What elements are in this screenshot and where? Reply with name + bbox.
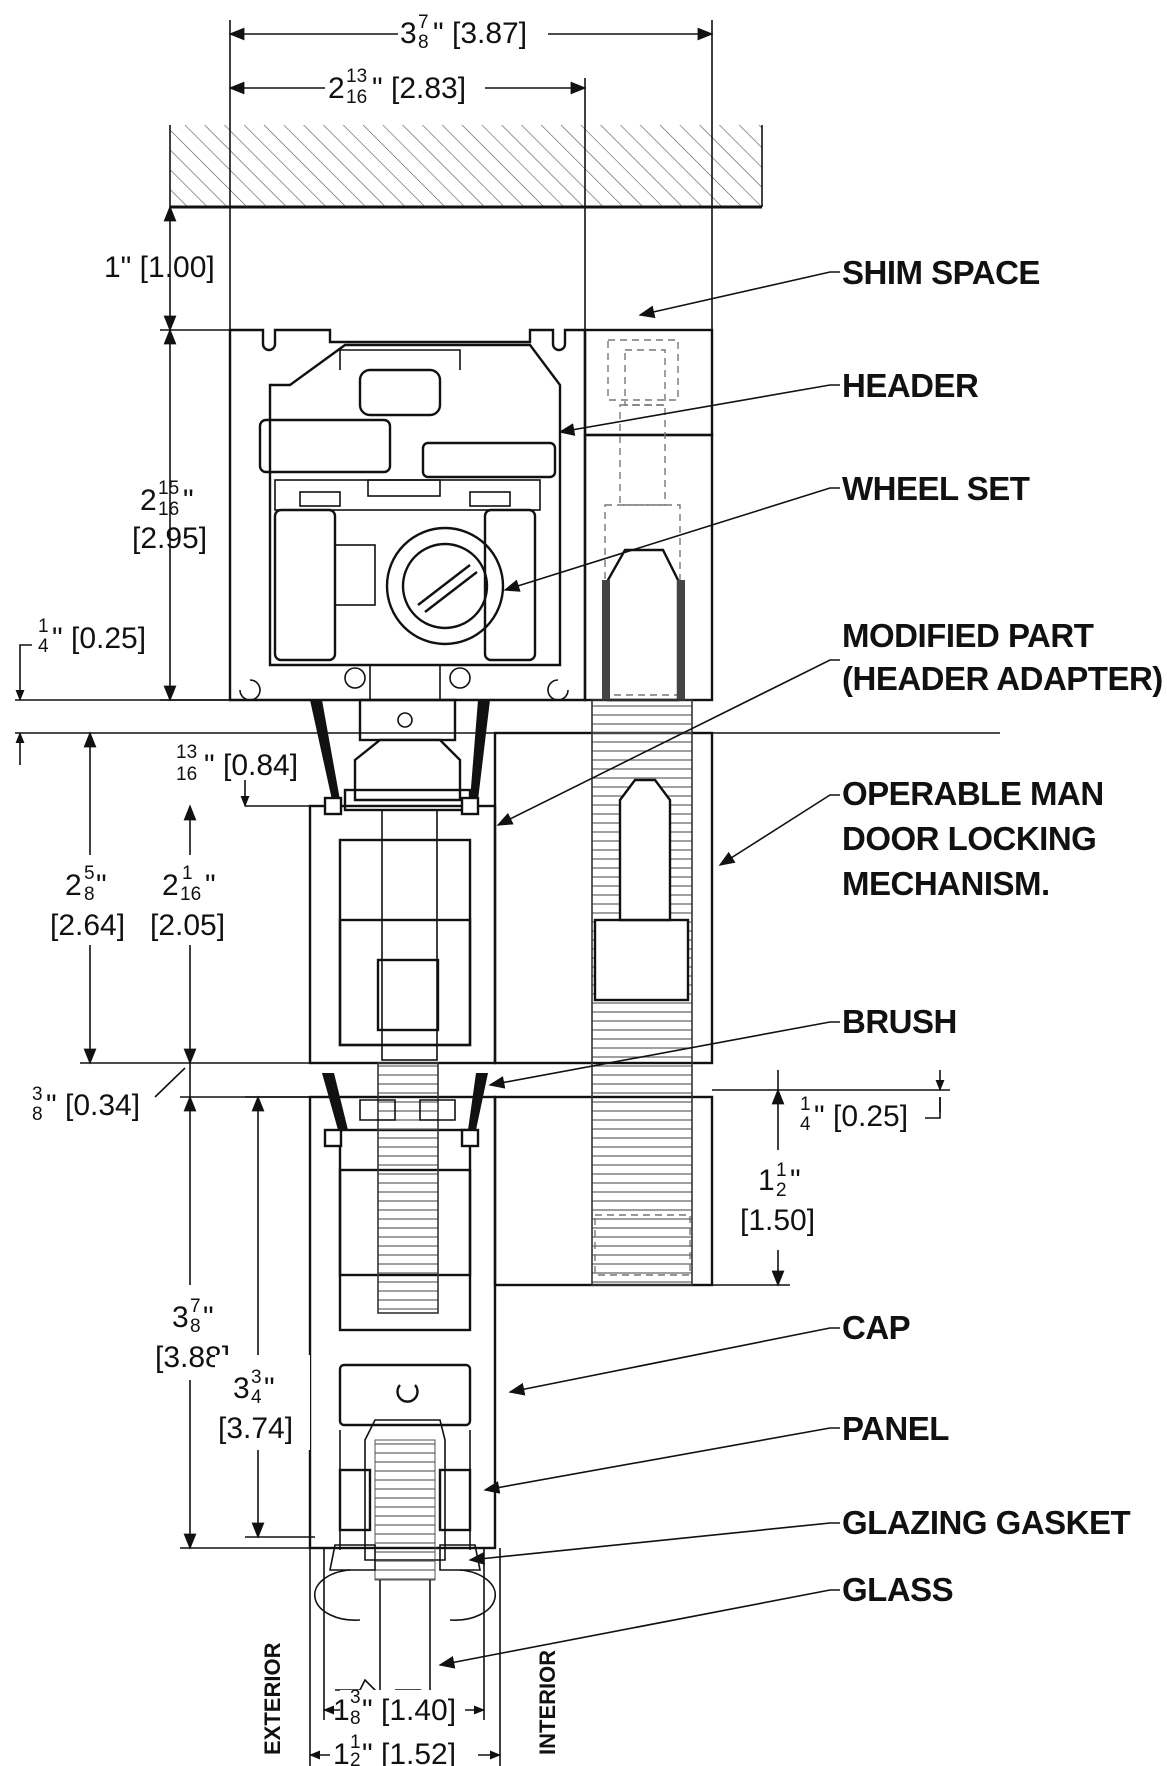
label-header: HEADER	[842, 367, 979, 404]
dim-shim: 1" [1.00]	[104, 251, 215, 284]
ceiling-structure	[169, 125, 763, 209]
outer-width-den: 2	[350, 1750, 361, 1766]
dim-outer-width: 1 1 2 " [1.52]	[330, 1732, 475, 1766]
cap-height-num: 7	[190, 1296, 201, 1317]
quarter-right-num: 1	[800, 1094, 811, 1115]
lock-height-num: 1	[776, 1160, 787, 1181]
dim-inner-width: 1 3 8 " [1.40]	[333, 1687, 465, 1730]
dim-overall-width: 3 7 8 " [3.87]	[398, 12, 548, 53]
outer-width-num: 1	[350, 1732, 361, 1753]
adapter-inner-den: 16	[180, 884, 201, 905]
label-interior: INTERIOR	[535, 1650, 560, 1755]
label-panel: PANEL	[842, 1410, 949, 1447]
panel-height-decimal: [3.74]	[218, 1412, 293, 1445]
inner-width-den: 8	[350, 1708, 361, 1729]
quarter-right-den: 4	[800, 1114, 811, 1135]
dim-header-width: 2 13 16 " [2.83]	[325, 66, 485, 108]
lock-height-den: 2	[776, 1180, 787, 1201]
cap-height-den: 8	[190, 1316, 201, 1337]
header-height-num: 15	[158, 478, 179, 499]
dim-panel-height: 3 3 4 " [3.74]	[215, 1355, 310, 1450]
cap-height-whole: 3	[172, 1301, 189, 1334]
label-shim-space: SHIM SPACE	[842, 254, 1040, 291]
dim-lock-height: 1 1 2 " [1.50]	[735, 1150, 830, 1250]
adapter-offset-num: 13	[176, 742, 197, 763]
adapter-offset-decimal: " [0.84]	[204, 749, 298, 782]
header-height-whole: 2	[140, 484, 157, 517]
quarter-top-den: 4	[38, 636, 49, 657]
adapter-offset-den: 16	[176, 764, 197, 785]
svg-text:": "	[264, 1372, 275, 1405]
header-width-num: 13	[346, 66, 367, 87]
gap-num: 3	[32, 1084, 43, 1105]
panel-height-den: 4	[251, 1387, 262, 1408]
adapter-inner-decimal: [2.05]	[150, 909, 225, 942]
header-adapter	[308, 698, 497, 1065]
label-wheel-set: WHEEL SET	[842, 470, 1030, 507]
leaders	[438, 271, 840, 1669]
label-glass: GLASS	[842, 1571, 953, 1608]
overall-width-den: 8	[418, 32, 429, 53]
quarter-top-decimal: " [0.25]	[52, 622, 146, 655]
label-modified-part-1: MODIFIED PART	[842, 617, 1094, 654]
gap-den: 8	[32, 1104, 43, 1125]
label-exterior: EXTERIOR	[260, 1642, 285, 1755]
lock-height-decimal: [1.50]	[740, 1204, 815, 1237]
header-width-whole: 2	[328, 72, 345, 105]
label-lock-1: OPERABLE MAN	[842, 775, 1104, 812]
overall-width-decimal: " [3.87]	[433, 17, 527, 50]
dim-gap: 3 8 " [0.34]	[32, 1084, 140, 1125]
inner-width-whole: 1	[333, 1694, 350, 1727]
header-width-decimal: " [2.83]	[372, 72, 466, 105]
adapter-inner-whole: 2	[162, 869, 179, 902]
adapter-height-num: 5	[84, 863, 95, 884]
dim-quarter-top: 1 4 " [0.25]	[19, 616, 146, 665]
adapter-inner-num: 1	[182, 863, 193, 884]
adapter-height-whole: 2	[65, 869, 82, 902]
header-height-decimal: [2.95]	[132, 522, 207, 555]
lock-height-whole: 1	[758, 1164, 775, 1197]
dim-header-height: 2 15 16 " [2.95]	[132, 478, 207, 555]
header-height-den: 16	[158, 499, 179, 520]
dim-adapter-height: 2 5 8 " [2.64]	[40, 855, 140, 945]
panel-height-num: 3	[251, 1367, 262, 1388]
label-glazing-gasket: GLAZING GASKET	[842, 1504, 1131, 1541]
label-lock-3: MECHANISM.	[842, 865, 1050, 902]
quarter-top-num: 1	[38, 616, 49, 637]
dim-quarter-right: 1 4 " [0.25]	[800, 1094, 941, 1135]
inner-width-decimal: " [1.40]	[362, 1694, 456, 1727]
label-modified-part-2: (HEADER ADAPTER)	[842, 660, 1163, 697]
svg-text:": "	[790, 1164, 801, 1197]
panel-height-whole: 3	[233, 1372, 250, 1405]
svg-text:": "	[203, 1301, 214, 1334]
outer-width-whole: 1	[333, 1738, 350, 1766]
overall-width-num: 7	[418, 12, 429, 33]
svg-text:": "	[183, 484, 194, 517]
overall-width-whole: 3	[400, 17, 417, 50]
label-lock-2: DOOR LOCKING	[842, 820, 1096, 857]
svg-text:": "	[205, 869, 216, 902]
threaded-rod	[591, 699, 693, 1286]
dim-adapter-offset: 13 16 " [0.84]	[176, 742, 298, 785]
svg-text:": "	[96, 869, 107, 902]
callout-labels: SHIM SPACE HEADER WHEEL SET MODIFIED PAR…	[842, 254, 1163, 1608]
label-brush: BRUSH	[842, 1003, 957, 1040]
quarter-right-decimal: " [0.25]	[814, 1100, 908, 1133]
inner-width-num: 3	[350, 1687, 361, 1708]
outer-width-decimal: " [1.52]	[362, 1738, 456, 1766]
header-width-den: 16	[346, 87, 367, 108]
cap-panel	[308, 1062, 497, 1696]
adapter-height-den: 8	[84, 884, 95, 905]
header-profile	[228, 328, 587, 702]
adapter-height-decimal: [2.64]	[50, 909, 125, 942]
dim-adapter-inner: 2 1 16 " [2.05]	[148, 855, 248, 945]
gap-decimal: " [0.34]	[46, 1089, 140, 1122]
label-cap: CAP	[842, 1309, 910, 1346]
